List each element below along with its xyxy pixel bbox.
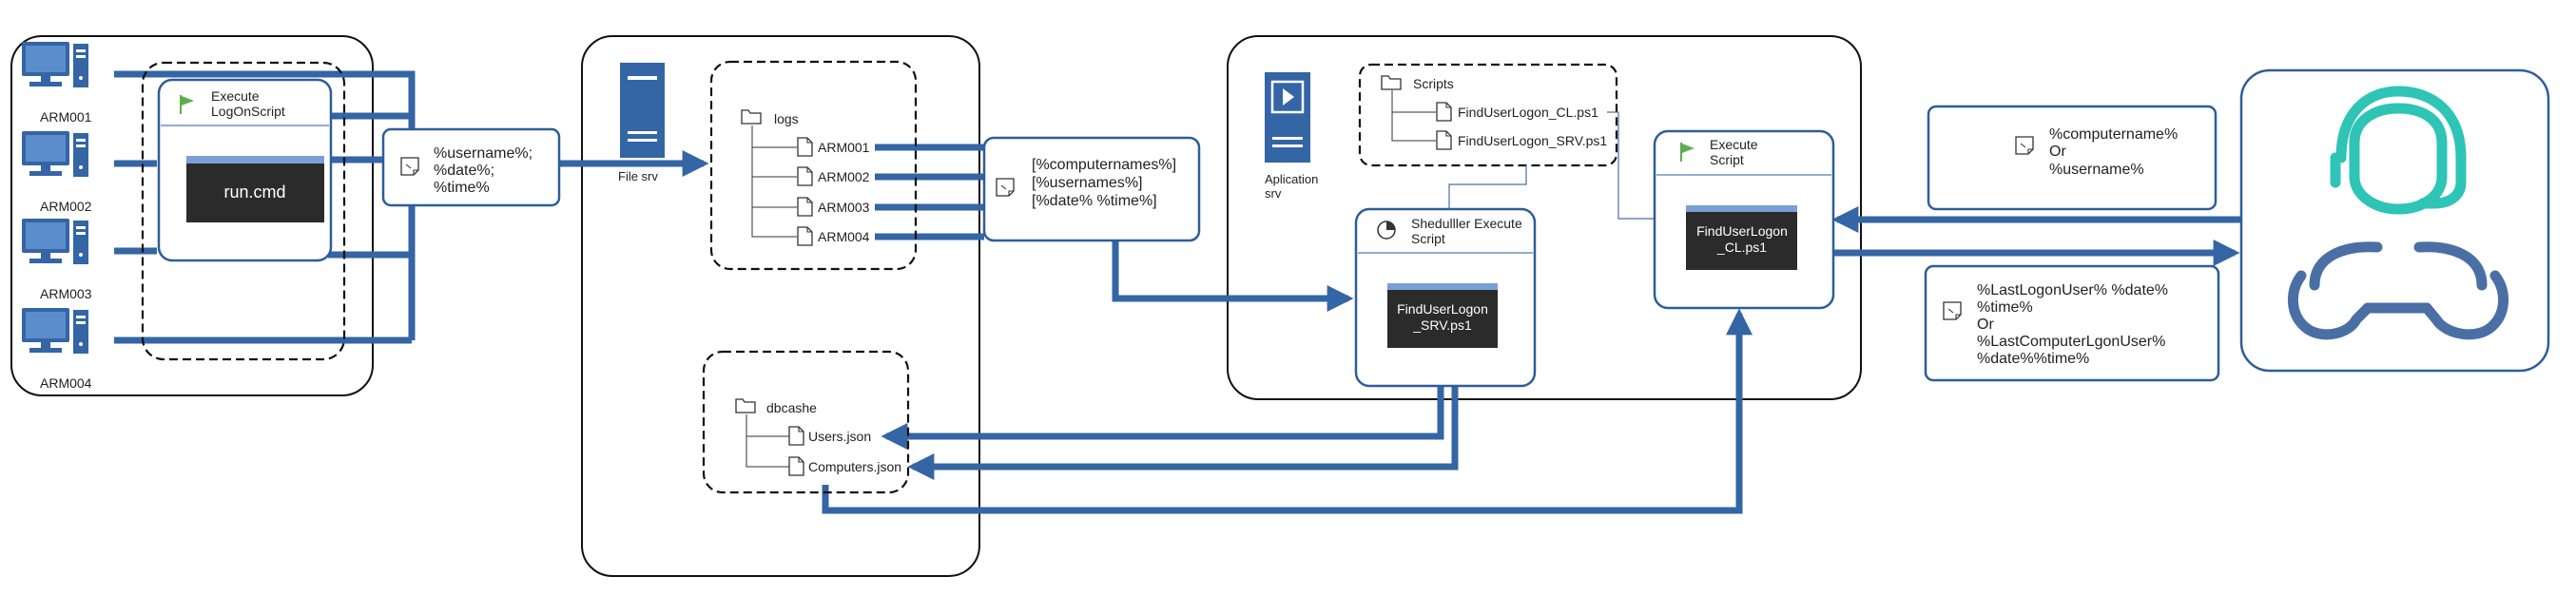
- logs-group: [709, 60, 918, 271]
- request-note-line2: Or: [2049, 144, 2066, 160]
- workstation-label-arm001: ARM001: [40, 109, 92, 125]
- note-icon: [400, 157, 419, 176]
- file-server-icon[interactable]: [620, 63, 665, 158]
- note-icon: [996, 178, 1015, 197]
- scheduler-script-line1: FindUserLogon: [1397, 301, 1488, 317]
- scheduler-to-users-json-arrow: [881, 386, 1444, 450]
- logs-note: [982, 136, 1201, 242]
- run-cmd-terminal: [186, 156, 324, 222]
- support-agent-box[interactable]: [2239, 68, 2550, 373]
- users-json-file[interactable]: Users.json: [808, 429, 871, 444]
- file-server-label: File srv: [618, 169, 658, 183]
- workstation-arm003[interactable]: [22, 219, 88, 264]
- computers-json-file[interactable]: Computers.json: [808, 459, 901, 474]
- note-icon: [1943, 301, 1962, 320]
- workstation-arm004[interactable]: [22, 308, 88, 354]
- execute-script-terminal: [1686, 205, 1797, 270]
- file-icon: [1436, 130, 1452, 150]
- vars-note-line2: %date%;: [434, 163, 494, 179]
- file-icon: [788, 456, 804, 476]
- folder-icon: [1381, 75, 1402, 90]
- file-icon: [788, 426, 804, 446]
- response-note-line5: %date%%time%: [1977, 351, 2089, 367]
- file-icon: [1436, 102, 1452, 122]
- script-file-cl[interactable]: FindUserLogon_CL.ps1: [1458, 105, 1598, 120]
- response-note: [1924, 264, 2220, 382]
- workstation-arm002[interactable]: [22, 131, 88, 177]
- execute-logon-title-line2: LogOnScript: [211, 104, 285, 119]
- scheduler-script-line2: _SRV.ps1: [1412, 317, 1472, 333]
- scripts-folder-label: Scripts: [1413, 76, 1454, 91]
- computers-json-to-execute-arrow: [822, 308, 1753, 514]
- application-server-icon[interactable]: [1265, 72, 1310, 163]
- dbcashe-group: [702, 350, 910, 494]
- log-file-arm002[interactable]: ARM002: [818, 169, 870, 184]
- log-file-arm004[interactable]: ARM004: [818, 229, 870, 244]
- workstation-label-arm004: ARM004: [40, 375, 92, 391]
- scheduler-script-terminal: [1387, 283, 1498, 348]
- request-note-line1: %computername%: [2049, 126, 2178, 143]
- scheduler-title-line1: Shedulller Execute: [1411, 216, 1522, 231]
- execute-script-line1: FindUserLogon: [1696, 223, 1788, 239]
- execute-script-title-line1: Execute: [1710, 137, 1758, 152]
- request-note-line3: %username%: [2049, 162, 2144, 178]
- app-server-label-line1: Aplication: [1265, 172, 1318, 186]
- logs-folder-label: logs: [774, 111, 799, 126]
- execute-logon-title-line1: Execute: [211, 88, 260, 104]
- logon-script-group: [141, 61, 346, 361]
- script-srv-link: [1448, 165, 1527, 209]
- scheduler-title-line2: Script: [1411, 231, 1445, 246]
- file-server-group: [581, 35, 980, 577]
- app-server-label-line2: srv: [1265, 186, 1282, 201]
- scheduler-to-computers-json-arrow: [907, 386, 1459, 480]
- log-file-arm001[interactable]: ARM001: [818, 140, 870, 155]
- response-note-line2: %time%: [1977, 299, 2033, 316]
- workstation-label-arm003: ARM003: [40, 286, 92, 301]
- vars-note-line3: %time%: [434, 180, 490, 196]
- clock-icon: [1377, 221, 1396, 240]
- request-note: [1927, 105, 2218, 211]
- vars-note-line1: %username%;: [434, 145, 533, 162]
- folder-icon: [735, 398, 756, 413]
- response-note-line1: %LastLogonUser% %date%: [1977, 282, 2168, 298]
- note-icon: [2015, 136, 2034, 155]
- logs-note-line1: [%computernames%]: [1032, 157, 1176, 173]
- file-icon: [797, 137, 813, 157]
- file-icon: [797, 226, 813, 246]
- vars-note: [381, 127, 561, 207]
- run-cmd-label: run.cmd: [223, 183, 285, 202]
- dbcashe-folder-label: dbcashe: [766, 400, 817, 415]
- execute-script-title-line2: Script: [1710, 152, 1744, 167]
- workstation-arm001[interactable]: [22, 42, 88, 87]
- logs-note-line2: [%usernames%]: [1032, 175, 1143, 191]
- support-agent-icon: [2287, 86, 2509, 340]
- response-note-line4: %LastComputerLgonUser%: [1977, 334, 2165, 350]
- script-file-srv[interactable]: FindUserLogon_SRV.ps1: [1458, 133, 1607, 148]
- log-file-arm003[interactable]: ARM003: [818, 200, 870, 215]
- file-icon: [797, 166, 813, 186]
- workstation-label-arm002: ARM002: [40, 199, 92, 214]
- workstations-group: [10, 35, 374, 396]
- logs-to-scheduler-arrow: [1112, 240, 1354, 312]
- execute-script-line2: _CL.ps1: [1716, 240, 1767, 255]
- folder-icon: [741, 109, 762, 125]
- script-cl-link: [1607, 111, 1655, 220]
- file-icon: [797, 197, 813, 217]
- logs-note-line3: [%date% %time%]: [1032, 193, 1157, 209]
- response-note-line3: Or: [1977, 317, 1994, 333]
